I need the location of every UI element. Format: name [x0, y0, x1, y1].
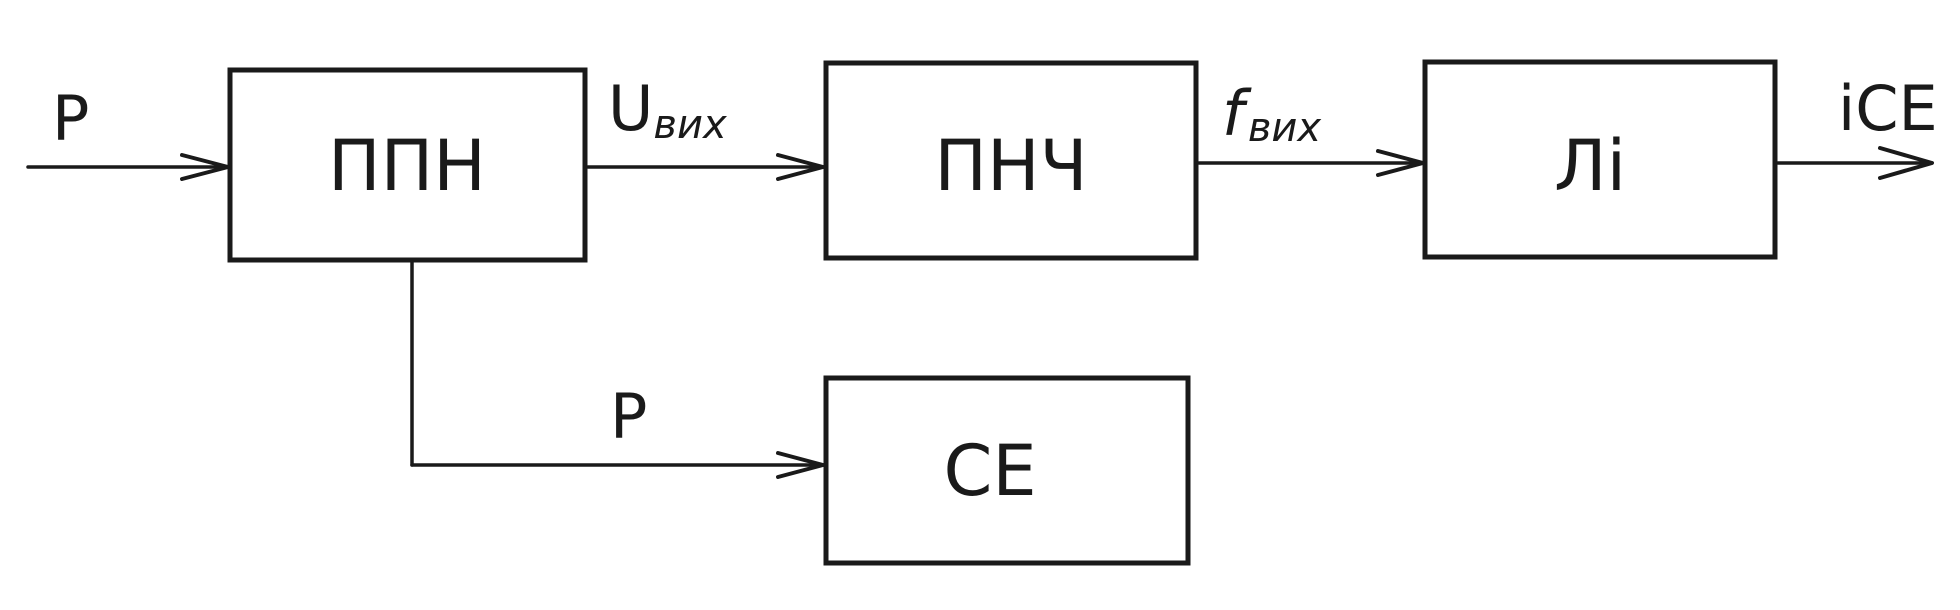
output-label: іCE	[1838, 72, 1938, 145]
output-arrowhead	[1878, 146, 1934, 180]
block-ce-label: СЕ	[943, 430, 1036, 512]
block-li-label: Лі	[1554, 125, 1626, 207]
block-li	[1422, 59, 1778, 260]
u-out-label: Uвих	[608, 72, 727, 148]
input-p-label: P	[52, 82, 89, 155]
branch-p-label: P	[610, 380, 647, 453]
block-pnch-label: ПНЧ	[934, 125, 1087, 207]
block-pnch	[823, 60, 1199, 261]
branch-arrowhead	[776, 451, 825, 479]
block-ce	[823, 375, 1191, 566]
u-out-arrowhead	[776, 153, 825, 181]
block-ppn-label: ППН	[328, 125, 486, 207]
block-ppn	[227, 67, 588, 263]
